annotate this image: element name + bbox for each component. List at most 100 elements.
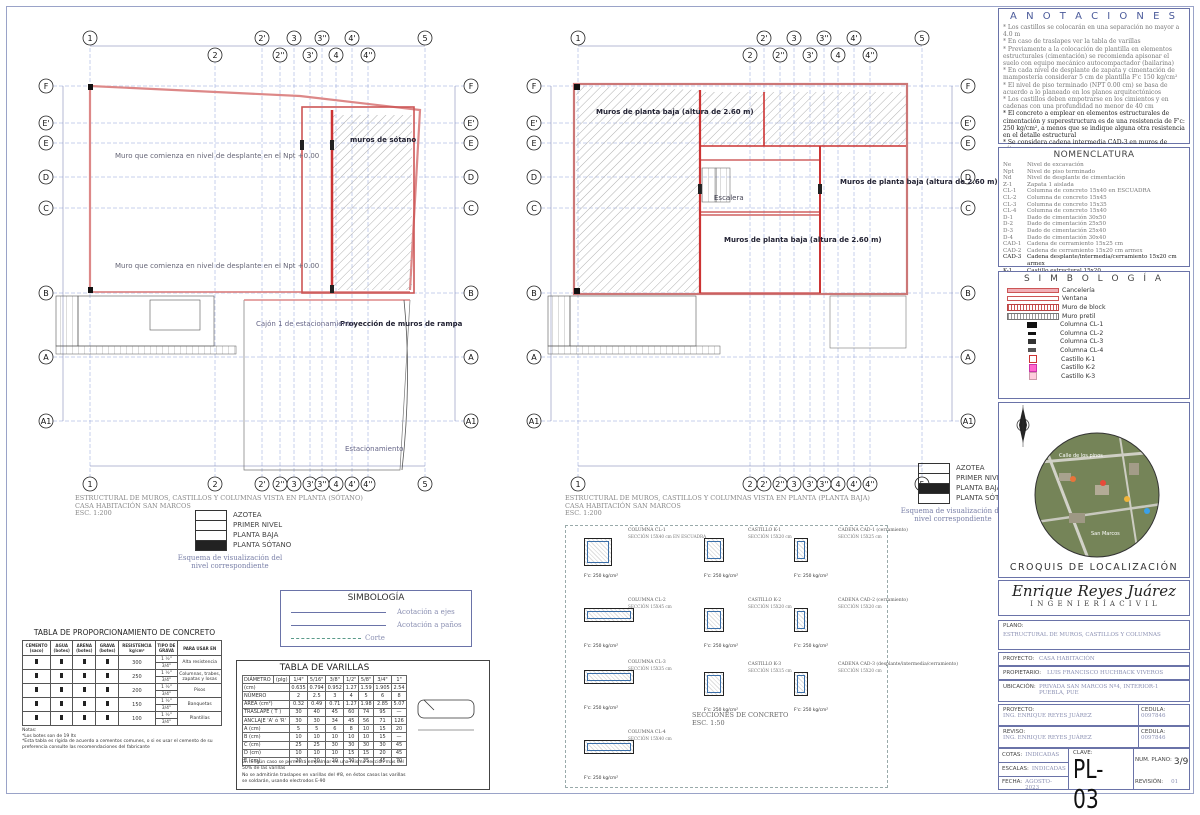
grid-bubble-circle [786,476,802,492]
table-cell: 25 [288,740,309,750]
section-desc: SECCIÓN 15X25 cm [838,534,882,539]
grid-bubble: 2'' [272,47,288,63]
plan-title-right: ESTRUCTURAL DE MUROS, CASTILLOS Y COLUMN… [565,494,870,518]
plan-subtitle: CASA HABITACIÓN SAN MARCOS [565,501,681,510]
section-name: CASTILLO K-1 [748,528,782,533]
rebar-stirrup [587,611,631,619]
grid-bubble: 2' [756,30,772,46]
simbologia-label: Columna CL-4 [1060,346,1104,354]
bag-icon [60,701,64,706]
grid-bubble: E [526,135,542,151]
grid-bubble-circle [960,200,976,216]
grid-bubble-label: 4' [850,34,857,43]
table-cell: 3 [325,691,345,701]
grid-bubble: E [38,135,54,151]
tb-label: CEDULA: [1141,729,1166,735]
table-cell: 1.905 [372,683,393,693]
grid-bubble: 5 [417,476,433,492]
grid-bubble-circle [830,47,846,63]
bag-icon [35,701,39,706]
tb-value: 0097846 [1141,735,1166,741]
nomenclatura-value: Cadena desplante/intermedia/cerramiento … [1027,254,1177,267]
section-fc: F'c: 250 kg/cm² [584,644,619,649]
table-cell: 1/4" [288,674,309,685]
table-cell: Banquetas [177,697,222,712]
section-name: CADENA CAD-3 (desplante/intermedia/cerra… [838,662,959,667]
table-cell [72,655,97,670]
ramp-hatch [332,115,412,290]
section-name: COLUMNA CL-2 [628,598,666,603]
grid-bubble-circle [756,30,772,46]
tb-value: INDICADAS [1031,766,1066,772]
nomenclatura-key: D-1 [1003,214,1014,221]
grid-bubble-label: 5 [422,34,427,43]
table-cell: (plg) [273,674,290,685]
grid-bubble-circle [802,47,818,63]
tb-proyecto: PROYECTO: CASA HABITACIÓN [998,652,1190,666]
table-cell: 1/2" [343,674,360,685]
table-cell: 15 [372,724,393,734]
rebar-stirrup [587,541,609,563]
grid-bubble: 1 [570,30,586,46]
table-cell: C (cm) [242,740,290,750]
tb-label: PROYECTO: [1003,656,1035,662]
table-cell: 10 [358,732,374,742]
grid-bubble: 4 [328,47,344,63]
simbologia-item: Muro pretil [999,312,1189,321]
table-cell: 45 [391,748,407,758]
grid-bubble: 2' [254,30,270,46]
plan-note: Cajón 1 de estacionamiento [256,320,355,328]
table-cell: 30 [288,715,309,726]
rebar-stirrup [797,541,805,559]
grid-bubble-circle [772,47,788,63]
grid-bubble-label: 2'' [775,480,785,489]
table-cell: 2.5 [307,691,327,701]
section-fc: F'c: 250 kg/cm² [584,706,619,711]
table-cell: 0.49 [307,699,327,709]
section-fc: F'c: 250 kg/cm² [794,574,829,579]
section-desc: SECCIÓN 15X40 cm [628,736,672,741]
nomenclatura-value: Columna de concreto 15x40 [1027,208,1107,215]
table-header-cell: RESISTENCIA kg/cm² [118,640,156,656]
table-cell: 150 [118,697,156,712]
grid-bubble-label: 1 [87,34,92,43]
symbol-swatch [1029,372,1037,381]
simbologia-small-title: SIMBOLOGÍA [347,593,405,603]
grid-bubble-label: D [43,173,49,182]
level-label: PRIMER NIVEL [233,521,283,529]
symbol-swatch [1028,331,1036,335]
section-detail: CADENA CAD-3 (desplante/intermedia/cerra… [780,662,958,726]
nomenclatura-value: Nivel de excavación [1027,162,1084,168]
section-desc: SECCIÓN 15X40 cm EN ESCUADRA [628,534,707,539]
level-label: AZOTEA [956,464,985,472]
bag-icon [82,687,86,692]
grid-bubble-label: 3 [791,480,796,489]
grid-bubble-label: D [468,173,474,182]
tb-label: NUM. PLANO: [1135,757,1172,763]
table-cell: 30 [325,740,345,750]
grid-bubble: 4 [830,476,846,492]
section-fc: F'c: 250 kg/cm² [704,574,739,579]
simbologia-item: Muro de block [999,303,1189,312]
grid-bubble: A [526,349,542,365]
grid-bubble-circle [914,30,930,46]
grid-bubble-label: A1 [41,417,52,426]
grid-bubble: 3' [802,47,818,63]
table-note: No se admitirán traslapes en varillas de… [242,773,406,784]
grid-bubble: 4' [846,476,862,492]
grid-bubble-label: E' [42,119,49,128]
table-cell: 8 [391,691,407,701]
table-cell: B (cm) [242,732,290,742]
tb-label: CEDULA: [1141,707,1166,713]
table-cell: 2.85 [372,699,393,709]
grid-bubble: F [463,78,479,94]
nomenclatura-value: Cadena de cerramiento 15x25 cm [1027,241,1124,248]
table-cell: 3/4" [154,662,179,670]
table-cell [21,697,52,712]
nomenclatura-value: Columna de concreto 15x35 [1027,201,1107,208]
